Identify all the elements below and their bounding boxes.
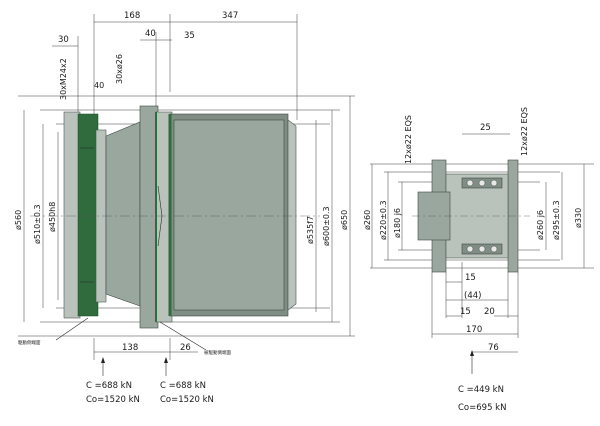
- dim-20: 20: [484, 307, 495, 317]
- dim-168: 168: [124, 11, 140, 21]
- dim-o560: ø560: [14, 210, 23, 230]
- dim-o450h8: ø450h8: [48, 202, 57, 232]
- arrow-head: [164, 357, 168, 363]
- dim-347: 347: [222, 11, 238, 21]
- hidden-line: [157, 215, 163, 247]
- arrow-head: [101, 357, 105, 363]
- bearing-1-co: Co=1520 kN: [86, 395, 140, 405]
- bearing-2-co: Co=1520 kN: [160, 395, 214, 405]
- left-flange-plate: [63, 111, 81, 319]
- dim-o650: ø650: [340, 210, 349, 230]
- leader-line: [55, 317, 89, 341]
- left-green-flange: [77, 113, 99, 317]
- roller: [490, 245, 498, 253]
- dim-o295: ø295±0.3: [552, 200, 561, 240]
- arrow-head: [470, 350, 474, 356]
- dim-30: 30: [58, 35, 69, 45]
- callout-drive-face: 駆動側端面: [18, 339, 41, 346]
- dim-o600: ø600±0.3: [322, 206, 331, 246]
- bearing-1-c: C =688 kN: [86, 381, 132, 391]
- dim-40-small: 40: [94, 81, 104, 90]
- callout-driven-face: 被駆動側端面: [204, 349, 231, 356]
- roller: [466, 179, 474, 187]
- dim-25: 25: [480, 123, 491, 133]
- main-drum-face: [173, 119, 285, 311]
- right-view: 12xø22 EQS 12xø22 EQS 25 ø260 ø220±0.3 ø…: [363, 107, 594, 413]
- right-end-cap: [287, 119, 297, 311]
- dim-30xo26: 30xø26: [115, 54, 124, 84]
- dim-76: 76: [488, 343, 499, 353]
- dim-44: (44): [464, 291, 481, 301]
- dim-138: 138: [122, 343, 138, 353]
- dim-o260j6: ø260 j6: [536, 210, 545, 240]
- dim-30xm24x2: 30xM24x2: [59, 58, 68, 100]
- roller: [466, 245, 474, 253]
- dim-26: 26: [180, 343, 191, 353]
- left-view: 168 347 30 40 35 30xM24x2 40 30xø26 ø560…: [14, 11, 355, 405]
- dim-170: 170: [466, 325, 482, 335]
- eqs-right: 12xø22 EQS: [520, 107, 529, 156]
- bearing-3-c: C =449 kN: [458, 385, 504, 395]
- leader-line: [159, 321, 207, 351]
- eqs-left: 12xø22 EQS: [404, 115, 413, 164]
- bearing-2-c: C =688 kN: [160, 381, 206, 391]
- bearing-3-co: Co=695 kN: [458, 403, 506, 413]
- dim-o180j6: ø180 j6: [393, 208, 402, 238]
- dim-15b: 15: [460, 307, 471, 317]
- dim-o535f7: ø535f7: [306, 216, 315, 244]
- dim-o510: ø510±0.3: [33, 204, 42, 244]
- dim-o220: ø220±0.3: [379, 200, 388, 240]
- dim-35: 35: [184, 31, 195, 41]
- dim-o260-left: ø260: [363, 210, 372, 230]
- roller: [478, 245, 486, 253]
- tapered-housing: [105, 121, 141, 307]
- dim-o330: ø330: [574, 208, 583, 228]
- hidden-line: [157, 185, 163, 217]
- dim-40: 40: [145, 29, 156, 39]
- dim-15a: 15: [465, 273, 476, 283]
- roller: [478, 179, 486, 187]
- roller: [490, 179, 498, 187]
